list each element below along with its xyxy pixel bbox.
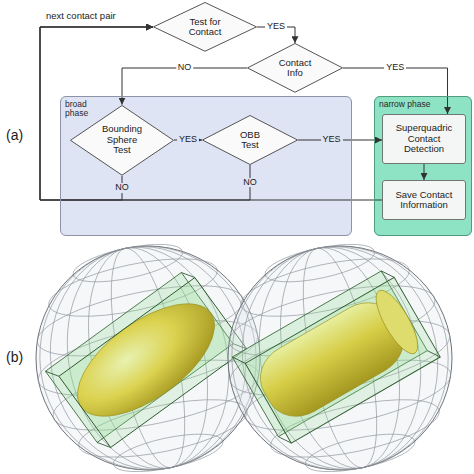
flow-arrow bbox=[343, 68, 448, 114]
region-title: broad phase bbox=[65, 100, 88, 118]
edge-label: YES bbox=[321, 135, 343, 145]
edge-label: NO bbox=[241, 178, 259, 188]
node-label: Save Contact Information bbox=[393, 190, 455, 211]
node-label: Superquadric Contact Detection bbox=[393, 123, 455, 154]
flow-arrow bbox=[122, 68, 247, 105]
edge-label: NO bbox=[113, 183, 131, 193]
edge-label: YES bbox=[177, 135, 199, 145]
flow-arrow bbox=[40, 27, 382, 200]
bounding-sphere bbox=[207, 225, 473, 474]
edge-label: NO bbox=[176, 63, 194, 73]
edge-label: YES bbox=[265, 22, 287, 32]
wireframe bbox=[207, 225, 473, 474]
region-title: narrow phase bbox=[379, 100, 431, 109]
panel-label: (b) bbox=[6, 350, 23, 365]
phase-region: narrow phaseSuperquadric Contact Detecti… bbox=[374, 96, 472, 236]
diamond-shape bbox=[154, 3, 257, 52]
flow-arrow bbox=[40, 27, 153, 200]
node-label: Contact Info bbox=[274, 58, 316, 79]
phase-region: broad phaseBounding Sphere Test OBB Test bbox=[60, 96, 352, 236]
diamond-shape bbox=[71, 105, 174, 175]
region-fill bbox=[60, 96, 352, 236]
process-box: Save Contact Information bbox=[382, 180, 466, 220]
decision-diamond: Bounding Sphere Test bbox=[70, 105, 174, 176]
loop-label: next contact pair bbox=[46, 11, 116, 21]
flow-arrow bbox=[40, 27, 250, 200]
diamond-shape bbox=[203, 116, 298, 165]
decision-diamond: Contact Info bbox=[247, 43, 343, 93]
obb-box bbox=[232, 267, 440, 447]
node-label: OBB Test bbox=[235, 130, 265, 151]
region-fill bbox=[374, 96, 472, 236]
edge-label: YES bbox=[384, 63, 406, 73]
diamond-shape bbox=[248, 44, 343, 93]
decision-diamond: OBB Test bbox=[202, 115, 298, 165]
node-label: Test for Contact bbox=[182, 17, 228, 38]
flow-arrow bbox=[424, 164, 425, 180]
decision-diamond: Test for Contact bbox=[153, 2, 257, 52]
panel-label: (a) bbox=[6, 128, 23, 143]
obb-box bbox=[45, 268, 246, 452]
node-label: Bounding Sphere Test bbox=[99, 124, 145, 155]
process-box: Superquadric Contact Detection bbox=[382, 114, 466, 164]
